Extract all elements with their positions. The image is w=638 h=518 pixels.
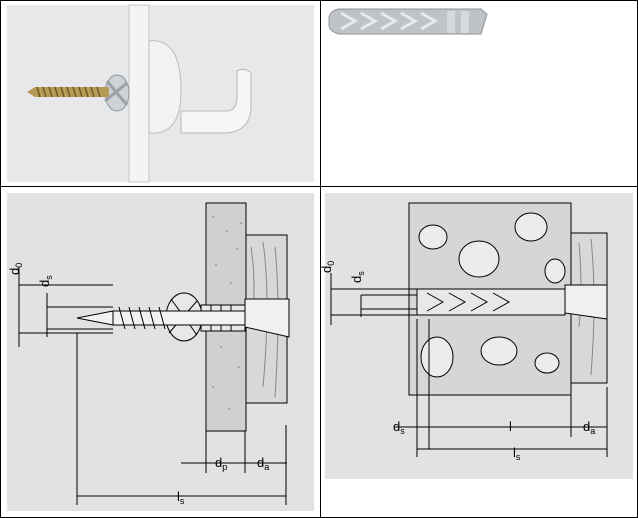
svg-text:ds: ds bbox=[349, 271, 366, 283]
svg-text:l: l bbox=[509, 419, 512, 434]
svg-text:da: da bbox=[257, 455, 269, 472]
svg-text:ls: ls bbox=[513, 445, 521, 462]
svg-text:d0: d0 bbox=[321, 261, 336, 273]
dowel-photo-cell bbox=[320, 0, 638, 187]
drawing-cell-masonry: d0 ds ds l da ls bbox=[320, 186, 638, 518]
drawing-cell-drywall: d0 ds dp da ls bbox=[0, 186, 321, 518]
svg-text:ds: ds bbox=[393, 419, 405, 436]
plastic-dowel-photo-icon bbox=[321, 1, 637, 186]
svg-text:d0: d0 bbox=[7, 263, 24, 275]
svg-text:ls: ls bbox=[177, 489, 185, 506]
svg-text:dp: dp bbox=[215, 455, 227, 472]
wall-hook-photo-icon bbox=[7, 4, 314, 183]
svg-text:da: da bbox=[583, 419, 595, 436]
installation-drawing-2: d0 ds ds l da ls bbox=[321, 193, 633, 479]
installation-drawing-1: d0 ds dp da ls bbox=[7, 193, 314, 511]
svg-text:ds: ds bbox=[37, 275, 54, 287]
hook-photo-cell bbox=[0, 0, 321, 187]
